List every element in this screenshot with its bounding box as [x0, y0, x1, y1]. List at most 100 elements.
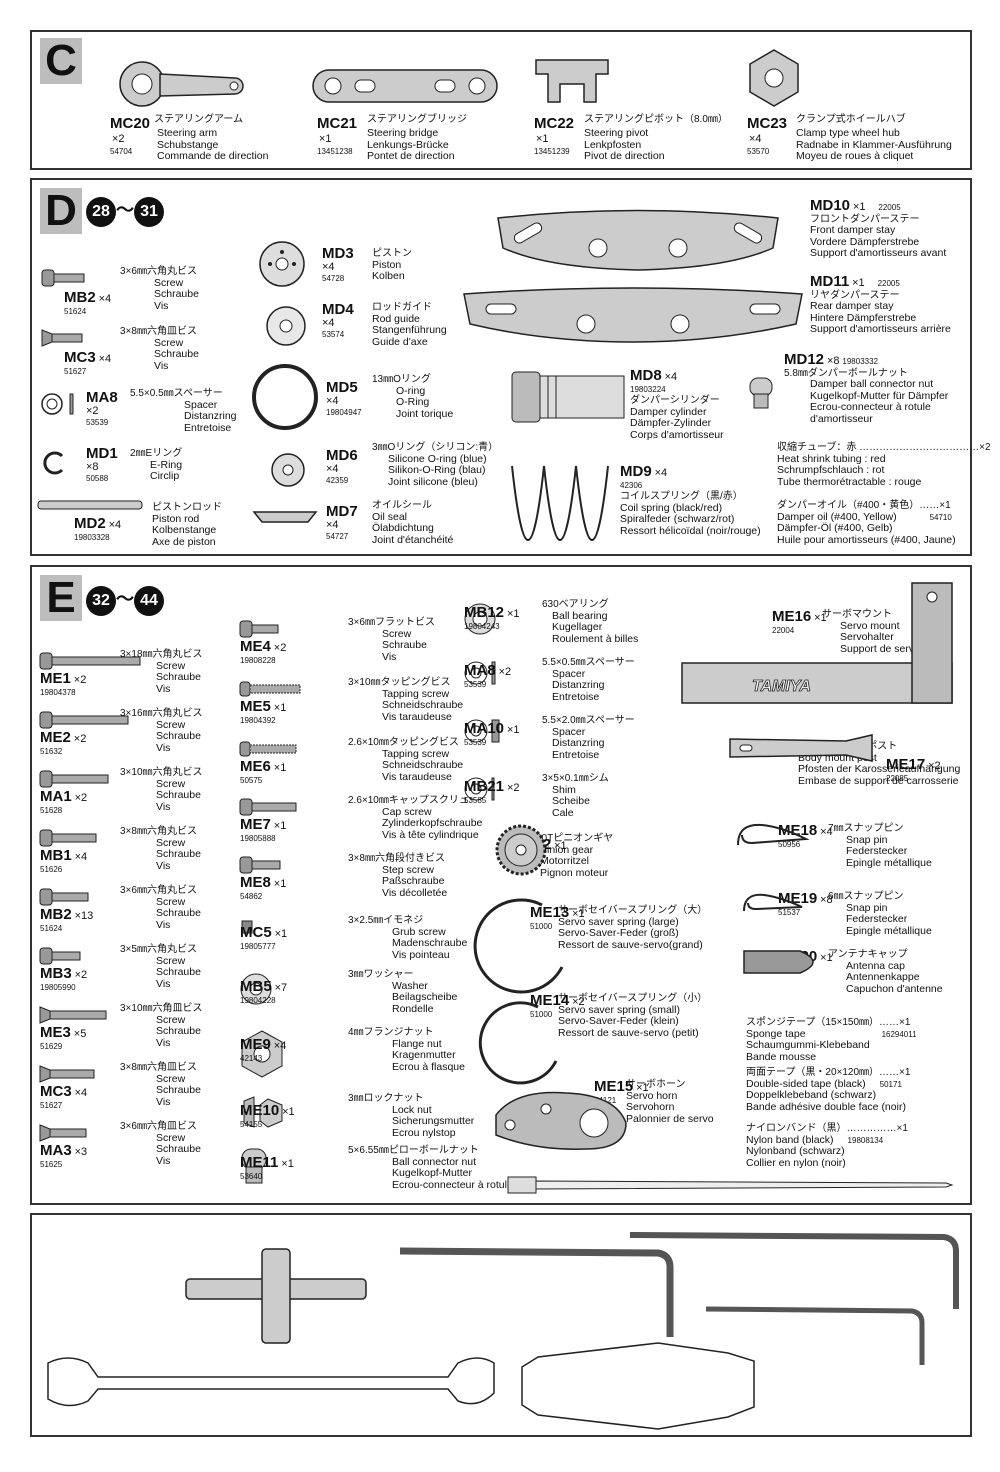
part-code-block: MB2 ×13 51624 [40, 906, 94, 933]
rod-guide-image [266, 306, 306, 346]
servo-mount-image: TAMIYA [681, 582, 953, 704]
box-wrench-image [185, 1248, 367, 1344]
part-mc21: MC21 [317, 115, 358, 132]
part-image [462, 601, 498, 641]
part-code-block: ME3 ×5 51629 [40, 1024, 87, 1051]
part-mc20: MC20 ステアリングアーム [110, 114, 244, 132]
part-code-block: ME10 ×1 54155 [240, 1102, 295, 1129]
part-image [38, 828, 102, 852]
part-image [38, 1123, 94, 1147]
part-code-block: ME15 ×1 54121 [594, 1078, 649, 1105]
tool-hex-25 [506, 1271, 520, 1283]
tool-grease [740, 1379, 744, 1391]
step-range-e: 32〜44 [86, 585, 164, 616]
steering-arm-image [119, 61, 244, 107]
part-code-block: ME1 ×2 19804378 [40, 670, 87, 697]
part-mc22: MC22 [534, 115, 575, 132]
part-mc23-num: 53570 [747, 147, 770, 156]
part-code-block: ME13 ×1 51000 [530, 904, 585, 931]
part-image [238, 971, 278, 1015]
front-damper-stay-image [497, 209, 779, 271]
bag-e-panel: E 32〜44 ME1 ×2 19804378 3×18㎜六角丸ビス Screw… [30, 565, 972, 1205]
part-image [38, 769, 114, 793]
steering-pivot-image [535, 59, 609, 103]
bag-letter-d: D [40, 186, 82, 235]
part-code-block: ME18 ×4 50956 [778, 822, 833, 849]
snap-pin-small-image [743, 893, 803, 912]
part-mc21-jp: ステアリングブリッジ [367, 114, 467, 125]
part-code-block: MC3 ×4 51627 [40, 1083, 88, 1110]
part-image [238, 1029, 288, 1083]
wheel-hub-image [749, 49, 799, 107]
steering-bridge-image [312, 69, 498, 103]
part-code-block: MA3 ×3 51625 [40, 1142, 88, 1169]
part-mc22-jp: ステアリングピボット（8.0㎜） [584, 114, 728, 125]
part-code-block: MB1 ×4 51626 [40, 847, 88, 874]
nylon-band-image [507, 1176, 954, 1194]
part-code-block: ME9 ×4 42143 [240, 1036, 287, 1063]
damper-cylinder-image [511, 371, 625, 423]
pinion-gear-image [495, 824, 547, 876]
hex-wrench-25-image [399, 1247, 674, 1337]
hex-wrench-15-image [705, 1306, 925, 1365]
bag-letter-e: E [40, 573, 82, 622]
part-code-block: ME5 ×1 19804392 [240, 698, 287, 725]
servo-saver-spring-large-image [473, 898, 564, 994]
part-code-block: MC5 ×1 19805777 [240, 924, 288, 951]
antenna-cap-image [743, 950, 814, 974]
tool-box-wrench [378, 1279, 392, 1291]
rear-damper-stay-image [463, 287, 803, 343]
part-image [238, 679, 308, 703]
part-image [38, 1064, 102, 1088]
part-image [238, 1147, 278, 1191]
part-image [238, 855, 286, 879]
part-image [462, 775, 502, 809]
part-code-block: ME2 ×2 51632 [40, 729, 87, 756]
part-code-block: MB12 ×1 19804243 [464, 604, 520, 631]
part-names: サーボセイバースプリング（大） Servo saver spring (larg… [558, 905, 708, 951]
part-image [238, 797, 302, 821]
oil-seal-image [252, 511, 318, 523]
part-code-block: ME8 ×1 54862 [240, 874, 287, 901]
part-code-block: ME14 ×2 51000 [530, 992, 585, 1019]
tool-bag-panel [30, 1213, 972, 1437]
damper-ball-nut-image [749, 377, 773, 409]
bag-letter-c: C [40, 36, 82, 85]
part-mc23-jp: クランプ式ホイールハブ [796, 114, 906, 125]
piston-image [259, 241, 305, 287]
tamiya-logo: TAMIYA [752, 678, 811, 695]
